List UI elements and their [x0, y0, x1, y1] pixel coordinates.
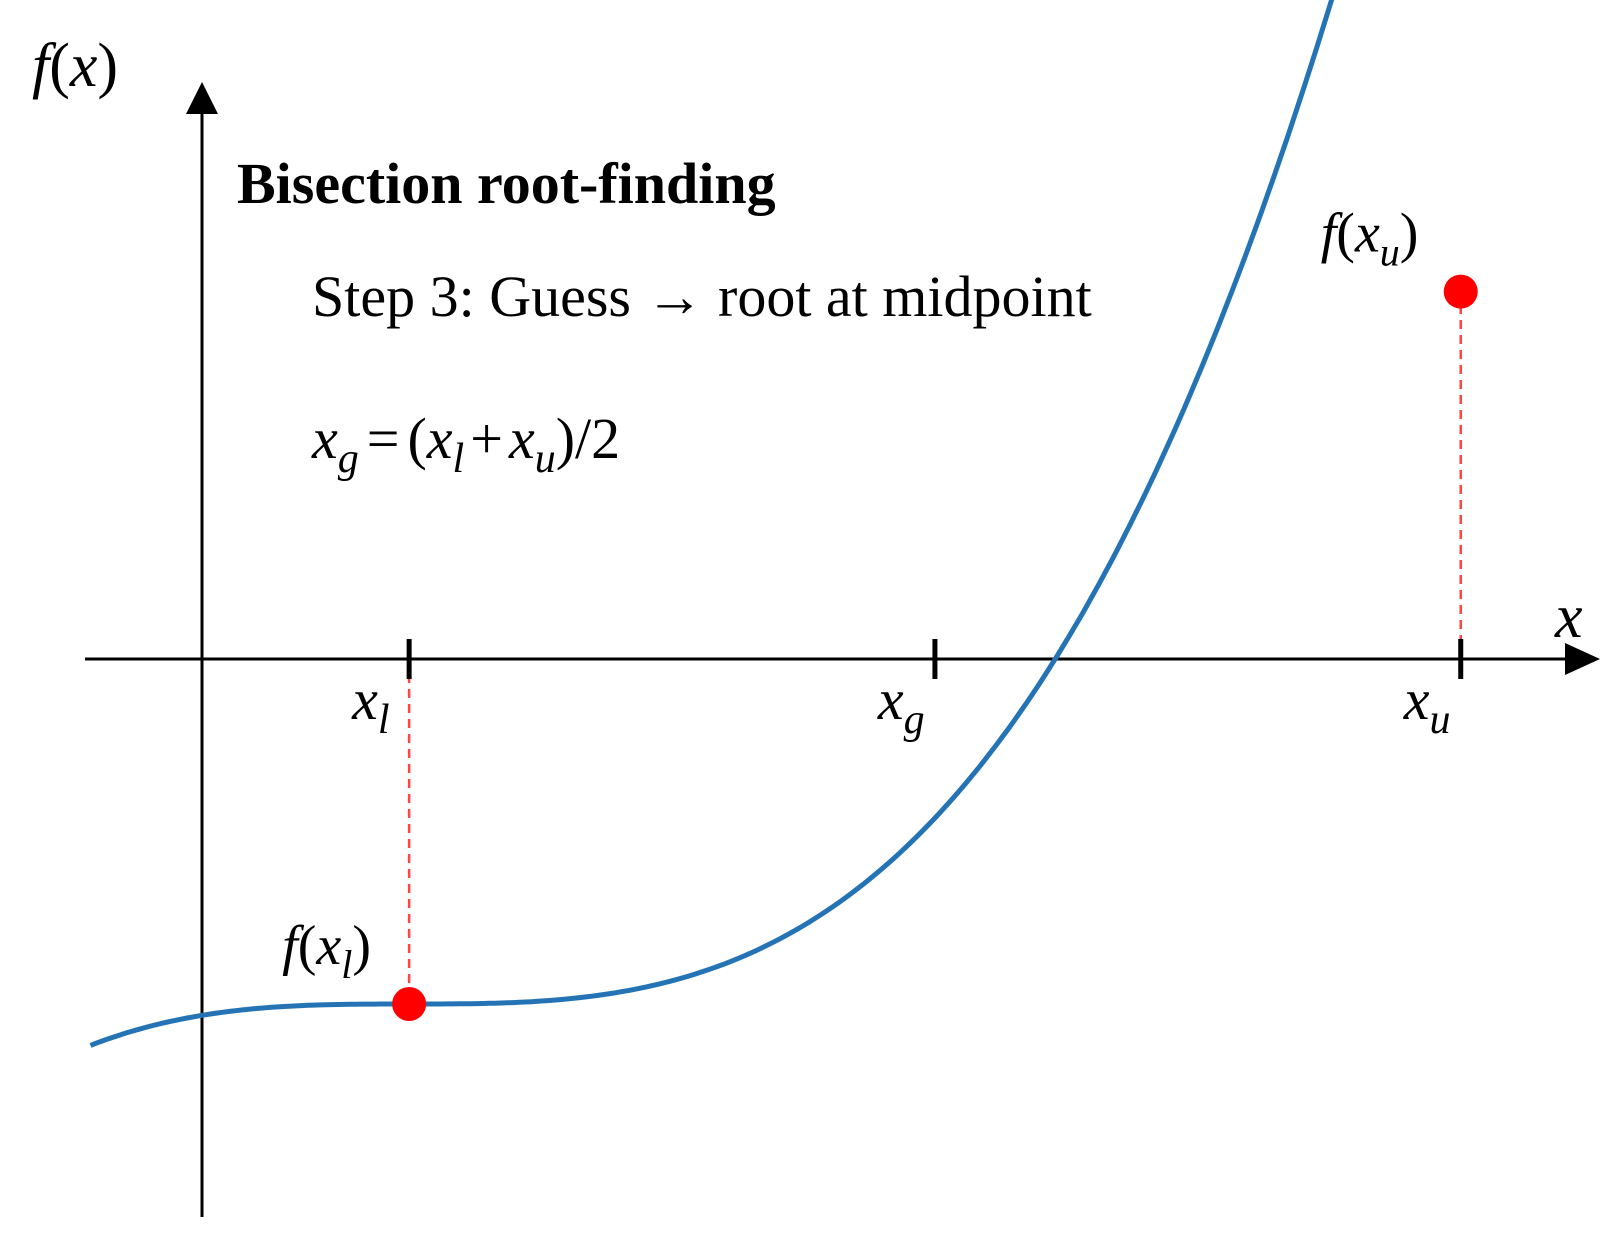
bracket-points: f(xl) f(xu)	[282, 203, 1478, 1021]
diagram-title: Bisection root-finding	[237, 151, 776, 216]
guide-lines	[407, 291, 1462, 1004]
axes	[85, 82, 1600, 1217]
point-f-xu	[1443, 274, 1478, 309]
point-f-xl	[392, 987, 427, 1021]
step-text: Step 3: Guess → root at midpoint	[312, 264, 1092, 329]
tick-label-xu: xu	[1403, 667, 1451, 743]
y-axis-label: f(x)	[32, 32, 118, 100]
x-axis-arrowhead	[1565, 643, 1600, 675]
x-axis-label: x	[1554, 583, 1583, 651]
tick-label-xl: xl	[351, 667, 389, 743]
tick-label-xg: xg	[877, 667, 925, 743]
midpoint-formula: xg=(xl+xu)/2	[311, 406, 620, 482]
y-axis-arrowhead	[186, 82, 218, 114]
x-ticks: xl xg xu	[351, 639, 1464, 743]
point-label-f-xl: f(xl)	[282, 915, 371, 987]
function-curve	[89, 0, 1335, 1048]
point-label-f-xu: f(xu)	[1321, 203, 1419, 275]
